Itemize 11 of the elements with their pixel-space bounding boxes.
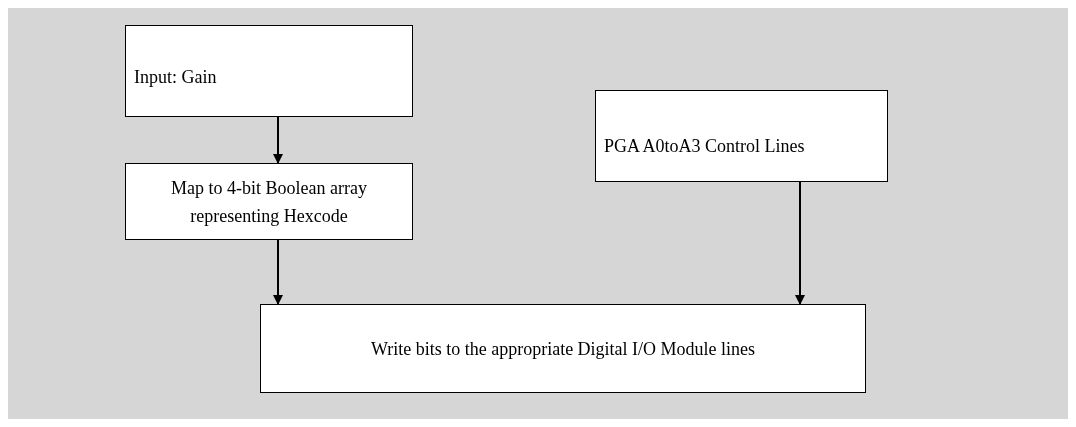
box-label: Input: Gain (134, 66, 217, 89)
arrow (273, 239, 283, 305)
arrow (795, 181, 805, 305)
process-box (125, 25, 413, 117)
process-box (125, 163, 413, 240)
box-label: Map to 4-bit Boolean array representing Hexcode (170, 176, 368, 228)
box-label: PGA A0toA3 Control Lines (604, 135, 805, 158)
process-box (260, 304, 866, 393)
process-box (595, 90, 888, 182)
box-label: Write bits to the appropriate Digital I/O Module lines (370, 337, 756, 361)
arrow (273, 116, 283, 164)
